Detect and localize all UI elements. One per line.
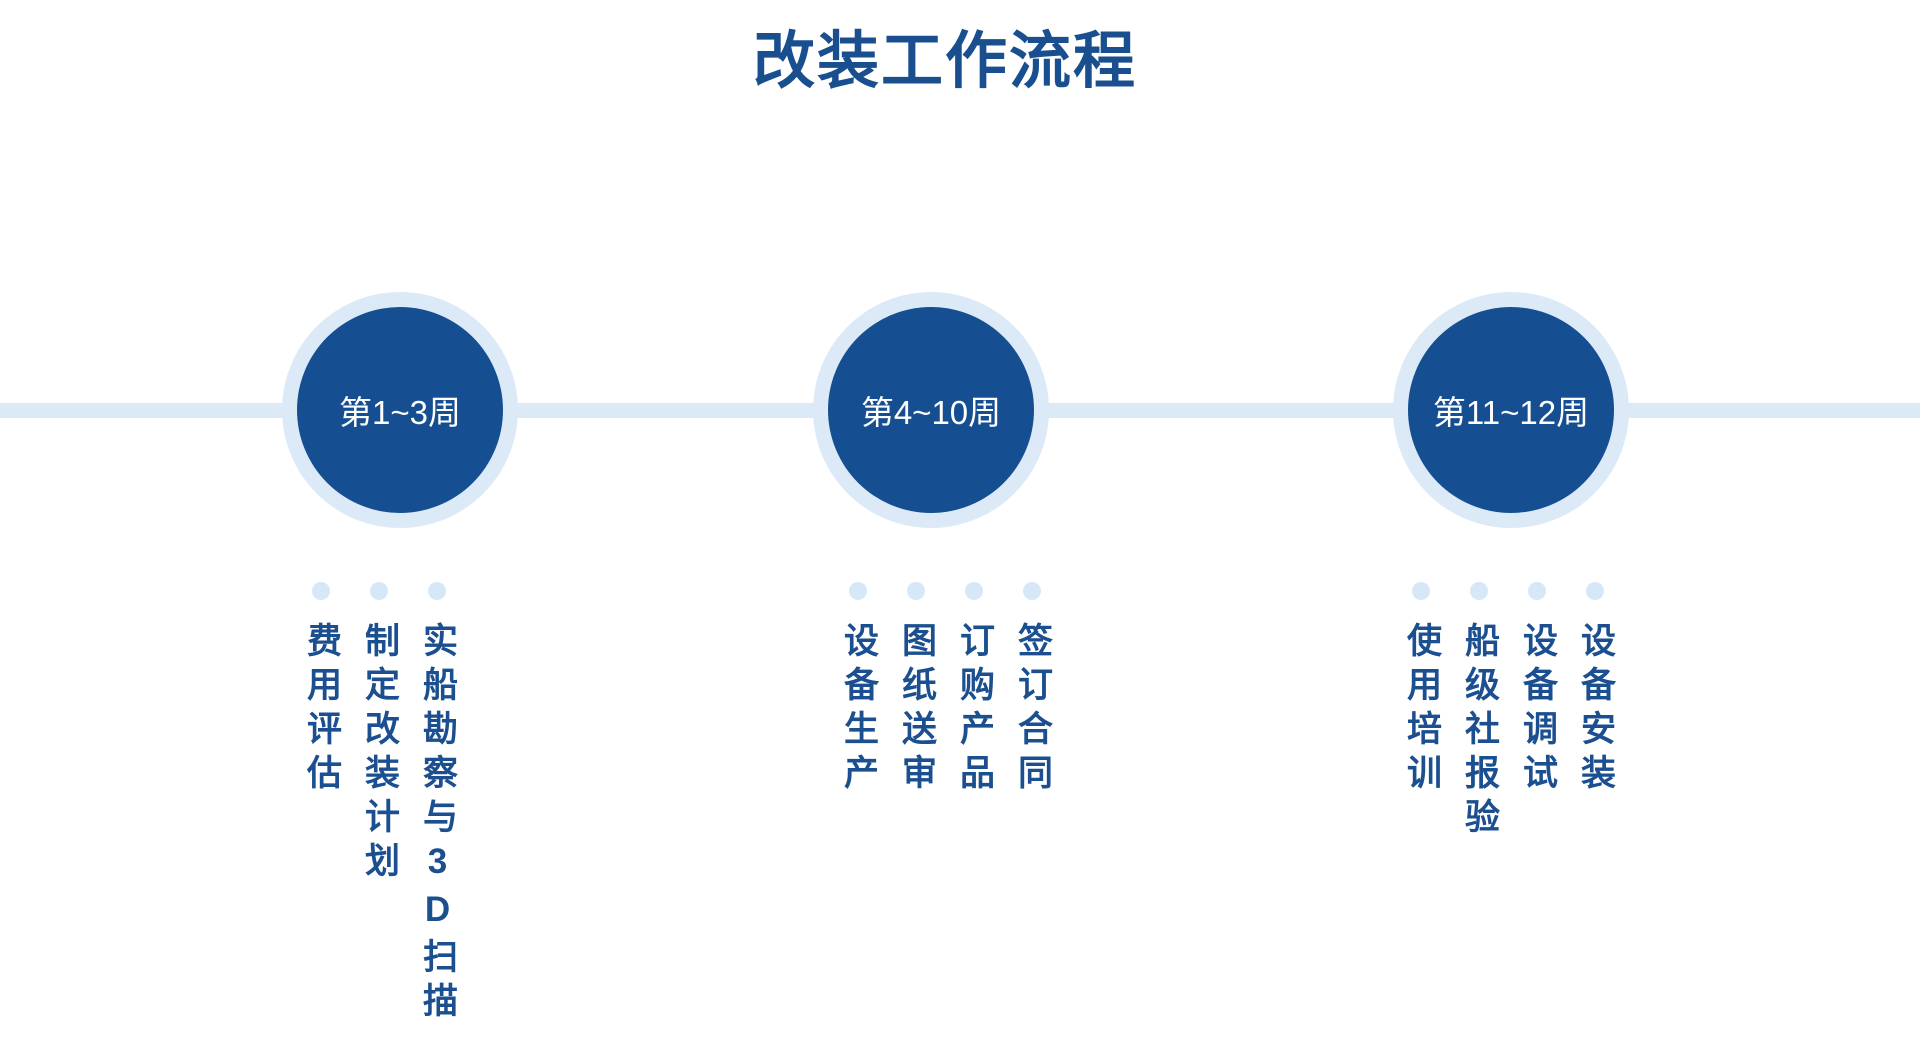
task-label: 船级社报验 xyxy=(1460,622,1499,842)
task-label: 设备生产 xyxy=(839,622,878,798)
task-label: 费用评估 xyxy=(302,622,341,798)
task-label: 实船勘察与3D扫描 xyxy=(418,622,457,1026)
task-dot-icon xyxy=(1470,582,1488,600)
page-title: 改装工作流程 xyxy=(0,24,1920,100)
stage-node-3[interactable]: 第11~12周 xyxy=(1393,292,1629,528)
task-dot-icon xyxy=(849,582,867,600)
task-column-1-2[interactable]: 制定改装计划 xyxy=(356,582,402,886)
stage-badge-label-3: 第11~12周 xyxy=(1432,394,1590,431)
task-column-2-4[interactable]: 设备生产 xyxy=(835,582,881,798)
task-label: 签订合同 xyxy=(1013,622,1052,798)
task-column-3-4[interactable]: 使用培训 xyxy=(1398,582,1444,798)
task-dot-icon xyxy=(312,582,330,600)
stage-badge-label-1: 第1~3周 xyxy=(339,394,461,431)
stage-node-2[interactable]: 第4~10周 xyxy=(813,292,1049,528)
task-column-2-1[interactable]: 签订合同 xyxy=(1009,582,1055,798)
task-label: 制定改装计划 xyxy=(360,622,399,886)
task-dot-icon xyxy=(428,582,446,600)
task-dot-icon xyxy=(1586,582,1604,600)
task-label: 设备安装 xyxy=(1576,622,1615,798)
stage-disc-1: 第1~3周 xyxy=(297,307,503,513)
task-label: 订购产品 xyxy=(955,622,994,798)
task-column-1-3[interactable]: 费用评估 xyxy=(298,582,344,798)
task-column-2-2[interactable]: 订购产品 xyxy=(951,582,997,798)
stage-disc-3: 第11~12周 xyxy=(1408,307,1614,513)
task-column-3-1[interactable]: 设备安装 xyxy=(1572,582,1618,798)
task-column-1-1[interactable]: 实船勘察与3D扫描 xyxy=(414,582,460,1026)
task-dot-icon xyxy=(1528,582,1546,600)
stage-disc-2: 第4~10周 xyxy=(828,307,1034,513)
stage-badge-label-2: 第4~10周 xyxy=(860,394,1002,431)
task-dot-icon xyxy=(907,582,925,600)
task-dot-icon xyxy=(965,582,983,600)
task-label: 使用培训 xyxy=(1402,622,1441,798)
task-column-2-3[interactable]: 图纸送审 xyxy=(893,582,939,798)
task-column-3-3[interactable]: 船级社报验 xyxy=(1456,582,1502,842)
stage-node-1[interactable]: 第1~3周 xyxy=(282,292,518,528)
task-label: 图纸送审 xyxy=(897,622,936,798)
task-dot-icon xyxy=(1412,582,1430,600)
task-label: 设备调试 xyxy=(1518,622,1557,798)
task-dot-icon xyxy=(370,582,388,600)
task-column-3-2[interactable]: 设备调试 xyxy=(1514,582,1560,798)
task-dot-icon xyxy=(1023,582,1041,600)
page-title-text: 改装工作流程 xyxy=(752,28,1137,96)
